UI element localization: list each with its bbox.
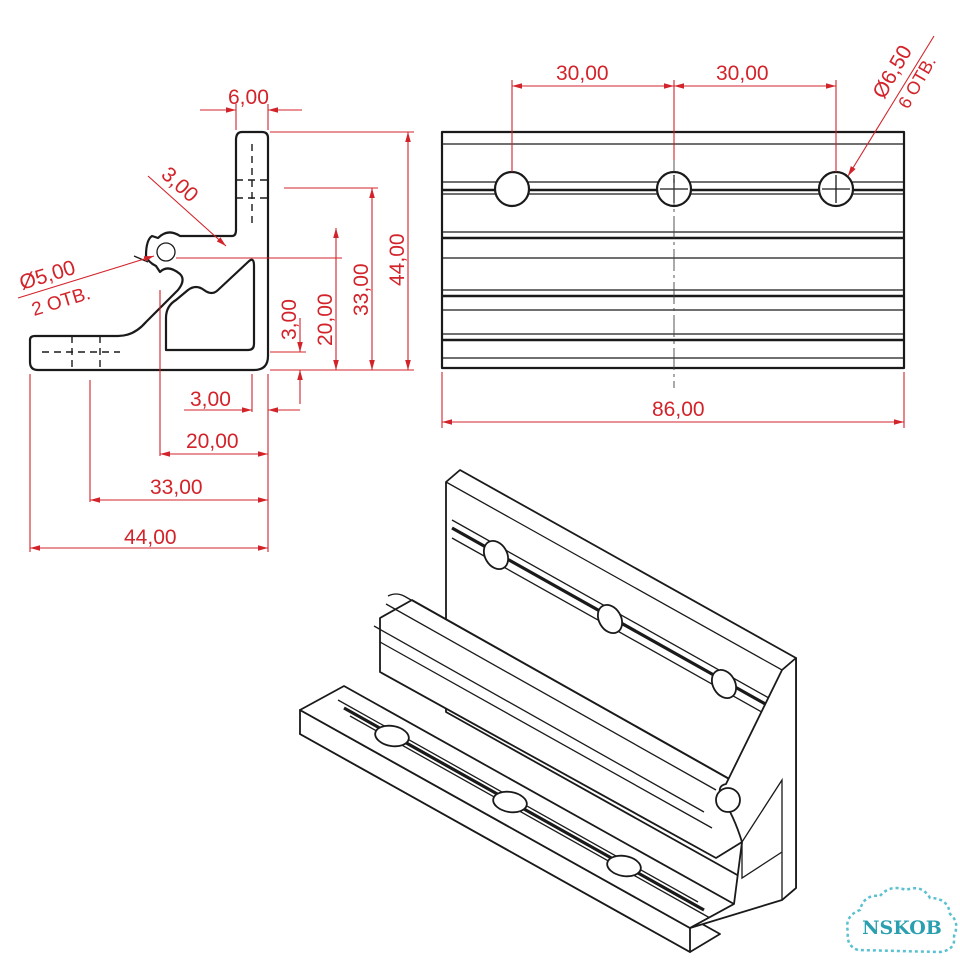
- dim-height-44: 44,00: [386, 233, 409, 286]
- top-view-outline: [440, 130, 906, 370]
- nskob-logo: NSKOB: [846, 886, 958, 954]
- profile-outline: [28, 130, 270, 372]
- cloud-logo-shape: [846, 886, 958, 954]
- iso-hole: [606, 854, 642, 878]
- isometric-view: [299, 469, 797, 953]
- iso-hole: [374, 724, 410, 748]
- dim-width-3: 3,00: [190, 388, 231, 411]
- dim-width-33: 33,00: [150, 476, 203, 499]
- dim-height-20: 20,00: [314, 293, 337, 346]
- logo-text: NSKOB: [862, 917, 942, 939]
- iso-end-slot: [715, 787, 741, 813]
- profile-inner-pocket: [164, 258, 256, 352]
- dim-flange-width: 6,00: [228, 86, 269, 109]
- profile-dimensions: 6,00 3,00 Ø5,00 2 ОТВ. 44,00 33,00 20,00…: [17, 86, 414, 552]
- iso-hole: [596, 603, 624, 635]
- dim-width-20: 20,00: [186, 430, 239, 453]
- profile-view: [28, 130, 270, 372]
- iso-hole: [492, 790, 528, 814]
- top-view: [440, 130, 906, 388]
- dim-fillet: 3,00: [157, 163, 203, 207]
- dim-length: 86,00: [652, 398, 705, 421]
- dim-height-3: 3,00: [278, 299, 301, 340]
- dim-height-33: 33,00: [350, 263, 373, 316]
- dim-hole-pitch-1: 30,00: [556, 62, 609, 85]
- iso-hole: [482, 539, 510, 571]
- top-view-dimensions: 30,00 30,00 Ø6,50 6 ОТВ. 86,00: [441, 35, 940, 428]
- profile-slot-hole: [156, 242, 176, 262]
- iso-hole: [710, 668, 738, 700]
- top-view-hole: [493, 170, 531, 208]
- dim-width-44: 44,00: [124, 526, 177, 549]
- dim-hole-pitch-2: 30,00: [716, 62, 769, 85]
